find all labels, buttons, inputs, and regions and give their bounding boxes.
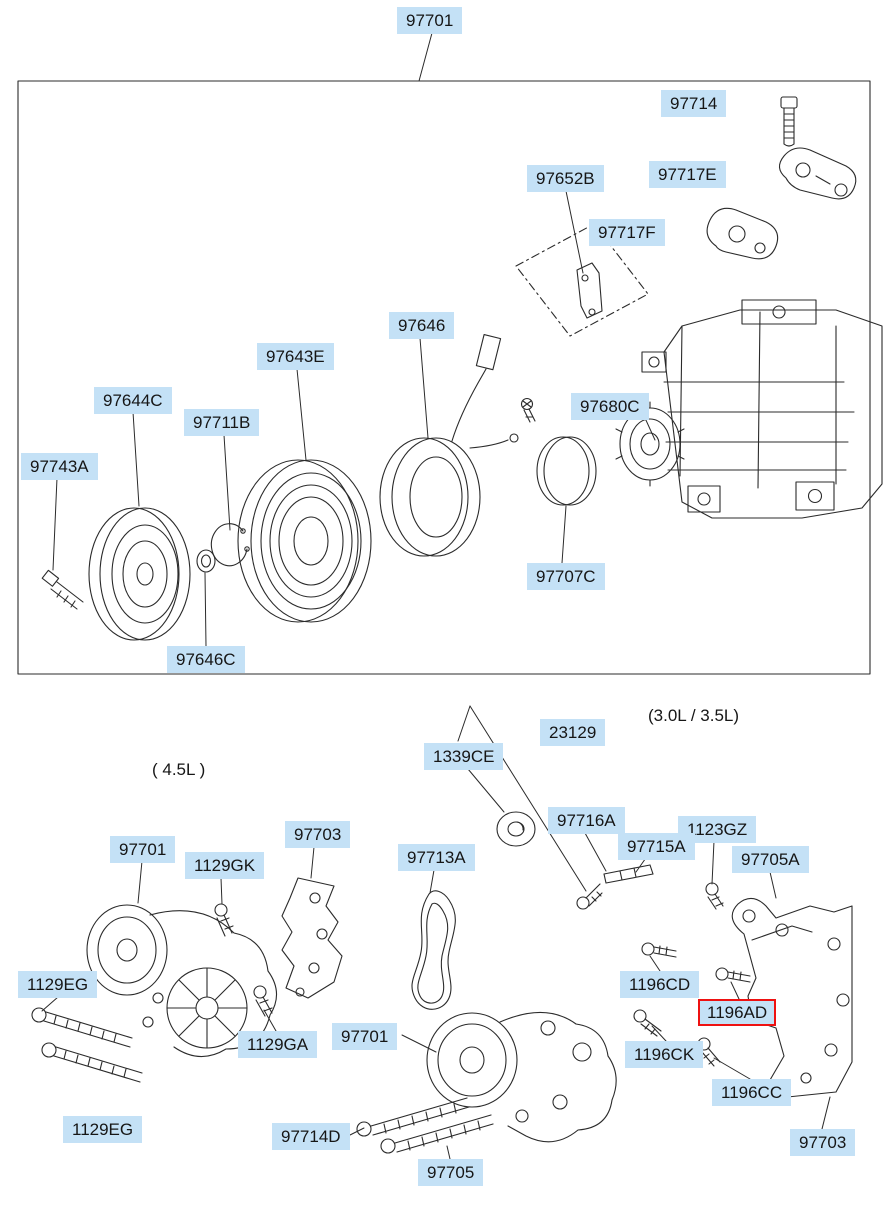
part-label-97715A[interactable]: 97715A	[618, 833, 695, 860]
part-label-97705[interactable]: 97705	[418, 1159, 484, 1186]
part-label-1129EG-b[interactable]: 1129EG	[63, 1116, 143, 1143]
part-label-1196CC[interactable]: 1196CC	[712, 1079, 792, 1106]
part-label-1339CE[interactable]: 1339CE	[424, 743, 504, 770]
part-label-97743A[interactable]: 97743A	[21, 453, 98, 480]
compressor-body-drawing	[641, 299, 883, 519]
compressor-45l-drawing	[86, 904, 278, 1058]
part-label-97643E[interactable]: 97643E	[257, 343, 334, 370]
part-label-97680C[interactable]: 97680C	[571, 393, 649, 420]
o-ring-97707C-drawing	[536, 436, 597, 506]
part-label-1196AD-selected[interactable]: 1196AD	[698, 999, 777, 1026]
part-label-1196CD[interactable]: 1196CD	[620, 971, 700, 998]
part-label-97703-b[interactable]: 97703	[790, 1129, 856, 1156]
stud-bolt-97716A-drawing	[603, 864, 654, 884]
part-label-97711B[interactable]: 97711B	[184, 409, 260, 436]
upper-assembly-border	[17, 80, 871, 675]
part-label-97707C[interactable]: 97707C	[527, 563, 605, 590]
bolt-97705-drawing	[380, 1114, 494, 1154]
part-label-1196CK[interactable]: 1196CK	[625, 1041, 704, 1068]
part-label-1129EG-a[interactable]: 1129EG	[18, 971, 98, 998]
compressor-30-35l-drawing	[426, 1011, 617, 1143]
part-label-97714D[interactable]: 97714D	[272, 1123, 350, 1150]
bracket-97717F-drawing	[706, 207, 779, 260]
field-coil-97646-drawing	[379, 333, 519, 557]
clutch-disc-97644C-drawing	[88, 507, 191, 641]
idler-pulley-1339CE-drawing	[496, 811, 536, 847]
part-label-97701-main[interactable]: 97701	[397, 7, 463, 34]
bolt-1196CK-drawing	[633, 1009, 662, 1037]
part-label-97701-c[interactable]: 97701	[332, 1023, 398, 1050]
part-label-97717F[interactable]: 97717F	[589, 219, 665, 246]
part-label-97703-a[interactable]: 97703	[285, 821, 351, 848]
part-label-1129GK[interactable]: 1129GK	[185, 852, 265, 879]
part-label-97716A[interactable]: 97716A	[548, 807, 625, 834]
bolt-23129-drawing	[576, 883, 603, 910]
bolt-1196AD-drawing	[715, 967, 751, 983]
bolt-97743A-drawing	[41, 569, 84, 610]
bracket-97703-left-drawing	[281, 877, 343, 999]
bracket-97705A-drawing	[731, 897, 853, 1099]
part-label-97714[interactable]: 97714	[661, 90, 727, 117]
leader-lines	[41, 32, 831, 1160]
part-label-97701-b[interactable]: 97701	[110, 836, 176, 863]
bolt-97714-drawing	[780, 96, 798, 147]
plate-97652B-drawing	[515, 223, 649, 337]
engine-caption-30-35l: (3.0L / 3.5L)	[648, 706, 740, 725]
part-label-97644C[interactable]: 97644C	[94, 387, 172, 414]
belt-97713A-drawing	[411, 890, 456, 1010]
part-label-1129GA[interactable]: 1129GA	[238, 1031, 318, 1058]
part-label-97652B[interactable]: 97652B	[527, 165, 604, 192]
part-label-97705A[interactable]: 97705A	[732, 846, 809, 873]
part-label-97646C[interactable]: 97646C	[167, 646, 245, 673]
bolt-1129GA-drawing	[253, 985, 273, 1017]
bolt-97714D-drawing	[356, 1097, 470, 1137]
bolt-1196CD-drawing	[641, 942, 677, 958]
bolt-1129EG-b-drawing	[41, 1042, 143, 1083]
part-label-23129[interactable]: 23129	[540, 719, 606, 746]
washer-97646C-drawing	[196, 549, 216, 573]
bolt-1123GZ-drawing	[705, 882, 724, 910]
bolt-1129GK-drawing	[214, 903, 234, 937]
part-label-97713A[interactable]: 97713A	[398, 844, 475, 871]
part-label-97646[interactable]: 97646	[389, 312, 455, 339]
pulley-97643E-drawing	[237, 459, 372, 623]
engine-caption-45l: ( 4.5L )	[152, 760, 206, 779]
bracket-97717E-drawing	[778, 147, 857, 200]
part-label-97717E[interactable]: 97717E	[649, 161, 726, 188]
bolt-1129EG-a-drawing	[31, 1007, 133, 1048]
snap-ring-97711B-drawing	[210, 523, 250, 567]
armature-97680C-drawing	[615, 401, 685, 487]
screw-small-drawing	[520, 397, 536, 423]
